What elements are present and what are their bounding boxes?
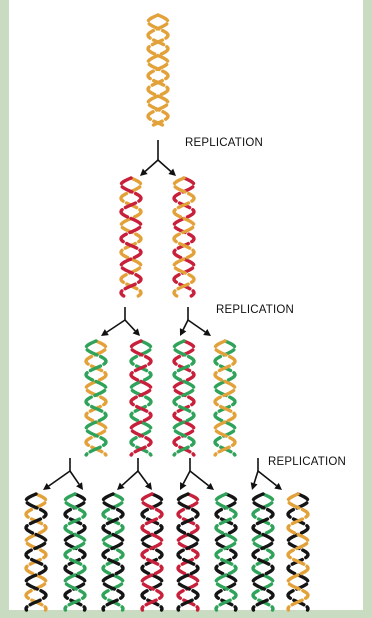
replication-label-3: REPLICATION	[268, 456, 346, 468]
dna-helix-gen4-6	[214, 492, 238, 612]
arrowhead	[140, 168, 148, 176]
helix-layer	[24, 13, 310, 612]
dna-strand-black	[286, 492, 310, 612]
dna-strand-green	[214, 492, 238, 612]
dna-strand-orange	[286, 492, 310, 612]
dna-strand-red	[119, 176, 143, 298]
replication-arrow-3b	[117, 458, 152, 490]
dna-strand-black	[101, 492, 125, 612]
dna-strand-red	[176, 492, 200, 612]
replication-label-1: REPLICATION	[185, 137, 263, 149]
replication-arrow-3c	[180, 458, 214, 490]
replication-arrow-1	[140, 140, 176, 176]
dna-strand-red	[172, 176, 196, 298]
dna-strand-black	[24, 492, 48, 612]
dna-strand-black	[214, 492, 238, 612]
dna-strand-green	[251, 492, 275, 612]
dna-strand-green	[84, 339, 108, 457]
replication-arrow-2a	[101, 307, 140, 336]
dna-helix-gen4-7	[251, 492, 275, 612]
dna-strand-green	[101, 492, 125, 612]
dna-helix-gen1-1	[146, 13, 170, 127]
dna-helix-gen3-2	[129, 339, 153, 457]
dna-strand-black	[251, 492, 275, 612]
arrowhead	[206, 482, 214, 490]
arrowhead	[180, 482, 187, 490]
dna-strand-black	[63, 492, 87, 612]
dna-helix-gen4-1	[24, 492, 48, 612]
dna-strand-orange	[146, 13, 170, 127]
replication-arrow-2b	[179, 307, 211, 336]
arrowhead	[117, 482, 125, 490]
arrowhead	[203, 329, 211, 336]
arrow-layer	[43, 140, 282, 490]
dna-strand-green	[63, 492, 87, 612]
arrowhead	[250, 482, 258, 490]
arrowhead	[144, 482, 152, 490]
dna-helix-gen3-3	[172, 339, 196, 457]
arrowhead	[43, 483, 51, 490]
arrowhead	[132, 328, 140, 336]
dna-strand-orange	[24, 492, 48, 612]
dna-helix-gen4-2	[63, 492, 87, 612]
dna-helix-gen4-8	[286, 492, 310, 612]
dna-helix-gen4-4	[140, 492, 164, 612]
dna-strand-orange	[172, 176, 196, 298]
dna-strand-orange	[119, 176, 143, 298]
replication-arrow-3d	[250, 458, 282, 490]
dna-strand-green	[172, 339, 196, 457]
dna-helix-gen3-4	[213, 339, 237, 457]
dna-helix-gen4-3	[101, 492, 125, 612]
arrowhead	[76, 482, 83, 490]
bottom-border	[0, 610, 372, 618]
dna-strand-black	[140, 492, 164, 612]
arrowhead	[179, 328, 187, 336]
dna-helix-gen3-1	[84, 339, 108, 457]
dna-strand-black	[176, 492, 200, 612]
dna-helix-gen4-5	[176, 492, 200, 612]
arrowhead	[274, 482, 282, 490]
dna-helix-gen2-2	[172, 176, 196, 298]
arrowhead	[101, 329, 109, 336]
dna-strand-orange	[213, 339, 237, 457]
dna-strand-orange	[146, 13, 170, 127]
dna-helix-gen2-1	[119, 176, 143, 298]
diagram-panel	[9, 0, 363, 618]
dna-strand-red	[129, 339, 153, 457]
dna-strand-red	[140, 492, 164, 612]
arrowhead	[168, 168, 176, 176]
replication-label-2: REPLICATION	[216, 304, 294, 316]
replication-arrow-3a	[43, 458, 83, 490]
